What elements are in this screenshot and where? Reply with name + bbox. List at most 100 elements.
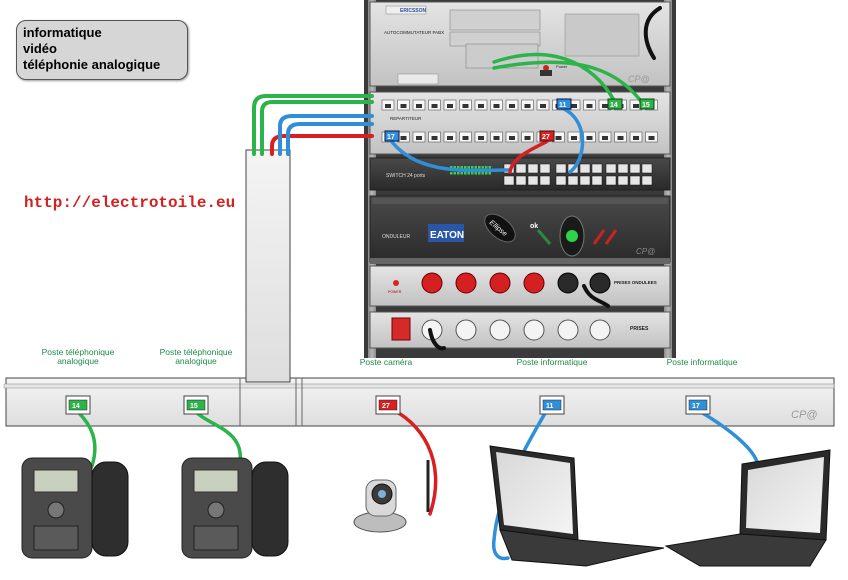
ups-socket-red xyxy=(523,272,545,294)
patch-port-jack xyxy=(602,104,608,108)
patch-port-jack xyxy=(633,104,639,108)
phone-cable-2 xyxy=(252,94,374,156)
power-socket-white xyxy=(523,319,545,341)
switch-port xyxy=(515,175,527,186)
switch-port xyxy=(605,175,617,186)
ups-brand: EATON xyxy=(430,230,464,241)
ip-phone-2 xyxy=(181,457,289,559)
switch-led xyxy=(485,172,488,175)
switch-port xyxy=(503,175,515,186)
power-label: Power xyxy=(556,64,568,69)
wall-outlet-number: 15 xyxy=(190,403,198,410)
patch-cord-17 xyxy=(390,140,512,173)
switch-led xyxy=(453,172,456,175)
power-led xyxy=(393,280,399,286)
ups-socket-red xyxy=(455,272,477,294)
power-switch xyxy=(540,70,552,76)
watermark-ups: CP@ xyxy=(636,247,655,256)
port-15-number: 15 xyxy=(642,102,650,109)
power-led xyxy=(543,65,549,71)
port-27: 27 xyxy=(539,130,555,142)
patch-panel xyxy=(369,91,671,155)
patch-port-jack xyxy=(416,136,422,140)
patch-port-jack xyxy=(509,136,515,140)
patch-cord-phone-15 xyxy=(492,60,648,110)
switch-port xyxy=(591,175,603,186)
wall-outlet-jack xyxy=(542,399,562,411)
switch-led xyxy=(481,166,484,169)
pabx-vent-grille xyxy=(564,13,640,57)
patch-port-jack xyxy=(385,104,391,108)
switch-port xyxy=(555,175,567,186)
switch-led xyxy=(471,172,474,175)
ups-socket-black xyxy=(589,272,611,294)
port-15: 15 xyxy=(639,98,655,110)
patch-port-jack xyxy=(447,136,453,140)
switch-led xyxy=(488,172,491,175)
ups-socket-red xyxy=(421,272,443,294)
patch-port-jack xyxy=(431,104,438,108)
switch-port xyxy=(567,175,579,186)
power-socket-white xyxy=(489,319,511,341)
switch-port xyxy=(641,175,653,186)
power-socket-white xyxy=(455,319,477,341)
switch-port xyxy=(617,163,629,174)
patch-port-jack xyxy=(524,104,531,108)
patch-port-jack xyxy=(648,136,655,140)
patch-port-jack xyxy=(555,136,562,140)
wall-outlet-jack xyxy=(688,399,708,411)
power-socket-white xyxy=(589,319,611,341)
patch-port-jack xyxy=(509,104,515,108)
wall-outlet-number: 14 xyxy=(72,403,80,410)
power-switch-red xyxy=(391,317,411,341)
switch-port xyxy=(579,163,591,174)
ups-socket-black xyxy=(557,272,579,294)
switch-led xyxy=(457,172,460,175)
legend-item-video: vidéo xyxy=(23,41,57,56)
switch-led xyxy=(478,172,481,175)
laptop-1-cord xyxy=(491,406,550,561)
phone-cable-1 xyxy=(260,100,374,156)
switch-led xyxy=(464,172,467,175)
patch-port-jack xyxy=(571,104,577,108)
watermark-duct: CP@ xyxy=(791,409,817,421)
data-cable-2 xyxy=(286,122,374,156)
port-17-number: 17 xyxy=(387,134,395,141)
ups-ok-label: ok xyxy=(530,223,538,230)
ip-camera xyxy=(353,460,430,533)
switch-port xyxy=(605,163,617,174)
video-cable xyxy=(270,134,374,156)
switch-led xyxy=(467,172,470,175)
patch-port-jack xyxy=(586,136,593,140)
patch-port-jack xyxy=(400,104,407,108)
outlet-label-camera: Poste caméra xyxy=(359,357,413,367)
website-link[interactable]: http://electrotoile.eu xyxy=(24,194,236,212)
patch-port-jack xyxy=(478,104,484,108)
switch-led xyxy=(450,166,453,169)
switch-led xyxy=(450,172,453,175)
switch-led xyxy=(474,166,477,169)
ups-unit xyxy=(369,195,671,264)
port-14-number: 14 xyxy=(610,102,618,109)
patch-port-jack xyxy=(447,104,453,108)
switch-led xyxy=(464,166,467,169)
ip-phone-1 xyxy=(21,457,129,559)
watermark-pabx: CP@ xyxy=(628,74,650,84)
switch-port xyxy=(539,175,551,186)
patch-port-jack xyxy=(431,136,438,140)
ellipse-badge xyxy=(484,213,516,243)
switch-port xyxy=(629,163,641,174)
switch-port xyxy=(539,163,551,174)
outlet-power-cable xyxy=(428,328,446,351)
laptop-2 xyxy=(664,449,831,567)
patch-port-jack xyxy=(478,136,484,140)
switch-led xyxy=(467,166,470,169)
switch-port xyxy=(527,175,539,186)
outlet-label-computer-2: Poste informatique xyxy=(666,357,738,367)
switch-led xyxy=(457,166,460,169)
switch-port xyxy=(641,163,653,174)
switch-port xyxy=(555,163,567,174)
patch-port-jack xyxy=(400,136,407,140)
pabx-unit xyxy=(369,1,671,87)
switch-led xyxy=(460,166,463,169)
